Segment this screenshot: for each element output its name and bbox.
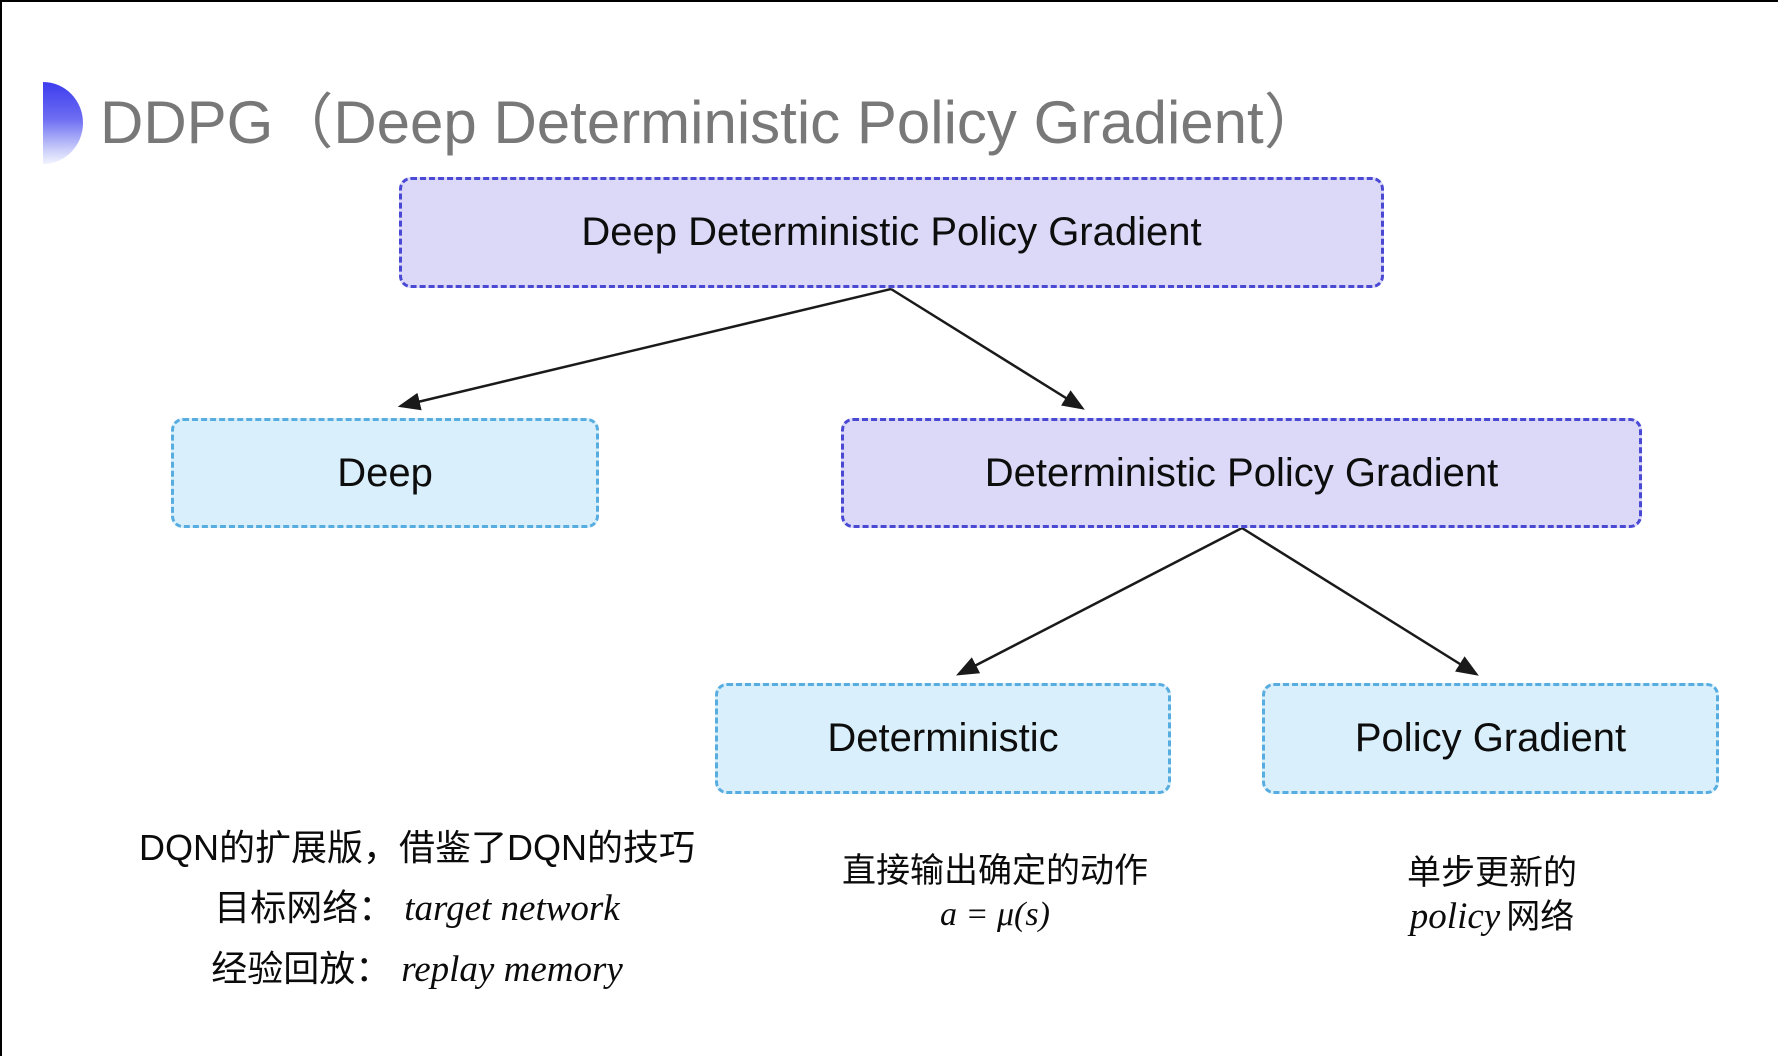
note-term-target-network: target network bbox=[404, 888, 620, 929]
note-deep: DQN的扩展版，借鉴了DQN的技巧 目标网络：target network 经验… bbox=[139, 829, 695, 1011]
node-deep: Deep bbox=[171, 418, 599, 528]
note-policy-gradient-line1: 单步更新的 bbox=[1407, 854, 1577, 892]
arrow-root-to-deep bbox=[397, 287, 892, 411]
node-label: Deterministic Policy Gradient bbox=[984, 450, 1499, 495]
arrow-dpg-to-deterministic bbox=[956, 526, 1243, 676]
note-deep-line2: 目标网络：target network bbox=[139, 889, 695, 928]
note-suffix: 网络 bbox=[1506, 898, 1575, 936]
top-border-line bbox=[0, 0, 1778, 2]
note-term-policy: policy bbox=[1409, 896, 1501, 937]
arrow-root-to-dpg bbox=[890, 287, 1085, 410]
left-border-line bbox=[0, 0, 2, 1056]
note-label: 经验回放： bbox=[211, 948, 392, 989]
arrow-dpg-to-policy-gradient bbox=[1241, 526, 1479, 676]
node-policy-gradient: Policy Gradient bbox=[1262, 683, 1719, 794]
node-label: Deep bbox=[337, 450, 433, 495]
node-label: Deep Deterministic Policy Gradient bbox=[581, 210, 1202, 254]
node-label: Deterministic bbox=[827, 716, 1059, 760]
node-deep-deterministic-policy-gradient: Deep Deterministic Policy Gradient bbox=[399, 177, 1384, 288]
note-deep-line3: 经验回放：replay memory bbox=[139, 950, 695, 989]
node-label: Policy Gradient bbox=[1354, 716, 1627, 760]
note-formula: a = μ(s) bbox=[940, 896, 1050, 933]
note-deterministic-line1: 直接输出确定的动作 bbox=[842, 852, 1148, 890]
note-deterministic: 直接输出确定的动作 a = μ(s) bbox=[842, 851, 1148, 939]
node-deterministic: Deterministic bbox=[715, 683, 1171, 794]
page-title: DDPG（Deep Deterministic Policy Gradient） bbox=[100, 89, 1324, 156]
node-deterministic-policy-gradient: Deterministic Policy Gradient bbox=[841, 418, 1642, 528]
note-label: 目标网络： bbox=[214, 887, 395, 928]
note-term-replay-memory: replay memory bbox=[401, 949, 623, 990]
note-deep-line1: DQN的扩展版，借鉴了DQN的技巧 bbox=[139, 827, 695, 868]
